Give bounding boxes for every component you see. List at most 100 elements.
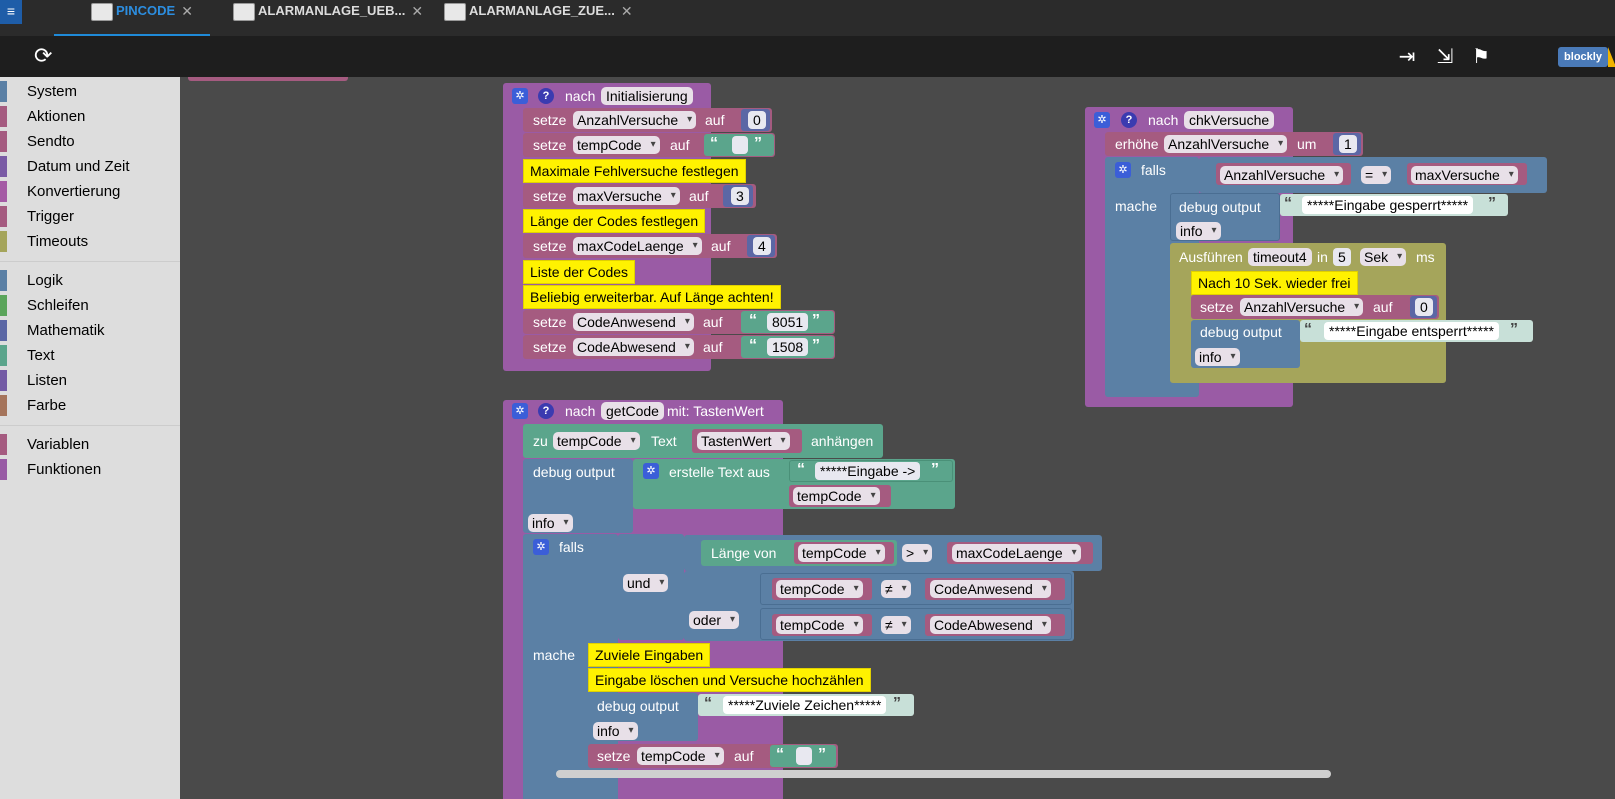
level-dropdown[interactable]: info <box>1176 222 1221 240</box>
gear-icon[interactable]: ✲ <box>1115 162 1131 178</box>
var-dropdown[interactable]: tempCode <box>776 580 863 598</box>
var-dropdown[interactable]: CodeAbwesend <box>930 616 1051 634</box>
empty-text-value[interactable] <box>732 136 748 154</box>
blockly-badge[interactable]: blockly <box>1558 47 1615 67</box>
comment[interactable]: Nach 10 Sek. wieder frei <box>1191 271 1358 295</box>
comment[interactable]: Beliebig erweiterbar. Auf Länge achten! <box>523 285 781 309</box>
category-datum-und-zeit[interactable]: Datum und Zeit <box>0 154 180 179</box>
comment[interactable]: Länge der Codes festlegen <box>523 209 706 233</box>
category-mathematik[interactable]: Mathematik <box>0 318 180 343</box>
var-dropdown[interactable]: tempCode <box>573 136 660 154</box>
category-color-swatch <box>0 320 7 341</box>
menu-icon[interactable]: ≡ <box>0 0 22 24</box>
var-dropdown[interactable]: maxVersuche <box>1411 166 1518 184</box>
category-aktionen[interactable]: Aktionen <box>0 104 180 129</box>
category-trigger[interactable]: Trigger <box>0 204 180 229</box>
logic-dropdown[interactable]: und <box>623 574 669 592</box>
close-icon[interactable]: ✕ <box>620 3 633 19</box>
category-color-swatch <box>0 345 7 366</box>
category-schleifen[interactable]: Schleifen <box>0 293 180 318</box>
var-dropdown[interactable]: tempCode <box>798 544 885 562</box>
var-dropdown[interactable]: AnzahlVersuche <box>1220 166 1344 184</box>
text-value[interactable]: *****Eingabe entsperrt***** <box>1324 322 1499 340</box>
category-text[interactable]: Text <box>0 343 180 368</box>
horizontal-scrollbar[interactable] <box>556 770 1331 778</box>
comment[interactable]: Zuviele Eingaben <box>588 643 711 667</box>
tab-alarmanlage-ueb[interactable]: ALARMANLAGE_UEB... ✕ <box>233 0 423 36</box>
comment[interactable]: Liste der Codes <box>523 260 636 284</box>
category-farbe[interactable]: Farbe <box>0 393 180 418</box>
var-dropdown[interactable]: AnzahlVersuche <box>573 111 697 129</box>
comment[interactable]: Maximale Fehlversuche festlegen <box>523 159 746 183</box>
var-dropdown[interactable]: maxCodeLaenge <box>573 237 702 255</box>
init-event[interactable]: Initialisierung <box>601 87 693 105</box>
text-value[interactable]: *****Zuviele Zeichen***** <box>723 696 887 714</box>
finish-flag-icon[interactable]: ⚑ <box>1472 46 1490 68</box>
number-value[interactable]: 0 <box>1415 298 1433 316</box>
debug-block[interactable] <box>1170 193 1280 241</box>
level-dropdown[interactable]: info <box>528 514 573 532</box>
category-listen[interactable]: Listen <box>0 368 180 393</box>
import-icon[interactable]: ⇲ <box>1436 46 1454 68</box>
level-dropdown[interactable]: info <box>1195 348 1240 366</box>
var-dropdown[interactable]: tempCode <box>553 432 640 450</box>
quote-close: ” <box>812 337 820 354</box>
close-icon[interactable]: ✕ <box>181 3 193 19</box>
gear-icon[interactable]: ✲ <box>643 463 659 479</box>
help-icon[interactable]: ? <box>538 88 554 104</box>
tab-pincode[interactable]: PINCODE ✕ <box>54 0 210 36</box>
category-variablen[interactable]: Variablen <box>0 432 180 457</box>
var-dropdown[interactable]: AnzahlVersuche <box>1240 298 1364 316</box>
category-logik[interactable]: Logik <box>0 268 180 293</box>
event-name[interactable]: getCode <box>601 402 664 420</box>
category-konvertierung[interactable]: Konvertierung <box>0 179 180 204</box>
category-system[interactable]: System <box>0 79 180 104</box>
category-funktionen[interactable]: Funktionen <box>0 457 180 482</box>
logic-dropdown[interactable]: oder <box>689 611 740 629</box>
var-dropdown[interactable]: maxCodeLaenge <box>952 544 1081 562</box>
gear-icon[interactable]: ✲ <box>533 539 549 555</box>
var-dropdown[interactable]: TastenWert <box>697 432 790 450</box>
operator-dropdown[interactable]: ≠ <box>881 580 911 598</box>
operator-dropdown[interactable]: > <box>902 544 933 562</box>
text-value[interactable]: *****Eingabe gesperrt***** <box>1302 196 1474 214</box>
timeout-name[interactable]: timeout4 <box>1248 248 1312 266</box>
var-dropdown[interactable]: tempCode <box>637 747 724 765</box>
number-value[interactable]: 3 <box>731 187 749 205</box>
var-dropdown[interactable]: CodeAnwesend <box>573 313 694 331</box>
comment[interactable]: Eingabe löschen und Versuche hochzählen <box>588 668 871 692</box>
operator-dropdown[interactable]: ≠ <box>881 616 911 634</box>
var-dropdown[interactable]: CodeAnwesend <box>930 580 1051 598</box>
offscreen-block[interactable] <box>188 77 348 81</box>
gear-icon[interactable]: ✲ <box>512 403 528 419</box>
close-icon[interactable]: ✕ <box>411 3 424 19</box>
text-value[interactable]: *****Eingabe -> <box>815 462 921 480</box>
text-value[interactable]: 1508 <box>767 338 809 356</box>
help-icon[interactable]: ? <box>1121 112 1137 128</box>
level-dropdown[interactable]: info <box>593 722 638 740</box>
gear-icon[interactable]: ✲ <box>1094 112 1110 128</box>
unit-dropdown[interactable]: Sek <box>1360 248 1407 266</box>
var-dropdown[interactable]: CodeAbwesend <box>573 338 694 356</box>
number-value[interactable]: 0 <box>748 111 766 129</box>
delay-value[interactable]: 5 <box>1333 248 1351 266</box>
empty-text-value[interactable] <box>796 747 812 765</box>
help-icon[interactable]: ? <box>538 403 554 419</box>
blockly-workspace[interactable]: ✲ ? nach Initialisierung setze AnzahlVer… <box>180 77 1615 799</box>
category-timeouts[interactable]: Timeouts <box>0 229 180 254</box>
var-dropdown[interactable]: tempCode <box>793 487 880 505</box>
text-value[interactable]: 8051 <box>767 313 809 331</box>
var-dropdown[interactable]: maxVersuche <box>573 187 680 205</box>
export-icon[interactable]: ⇥ <box>1398 46 1416 68</box>
category-label: System <box>27 83 78 100</box>
category-sendto[interactable]: Sendto <box>0 129 180 154</box>
reload-icon[interactable]: ⟳ <box>34 43 53 68</box>
number-value[interactable]: 4 <box>753 237 771 255</box>
event-name[interactable]: chkVersuche <box>1184 111 1275 129</box>
var-dropdown[interactable]: AnzahlVersuche <box>1164 135 1288 153</box>
tab-alarmanlage-zue[interactable]: ALARMANLAGE_ZUE... ✕ <box>444 0 633 36</box>
var-dropdown[interactable]: tempCode <box>776 616 863 634</box>
gear-icon[interactable]: ✲ <box>512 88 528 104</box>
number-value[interactable]: 1 <box>1339 135 1357 153</box>
operator-dropdown[interactable]: = <box>1361 166 1392 184</box>
